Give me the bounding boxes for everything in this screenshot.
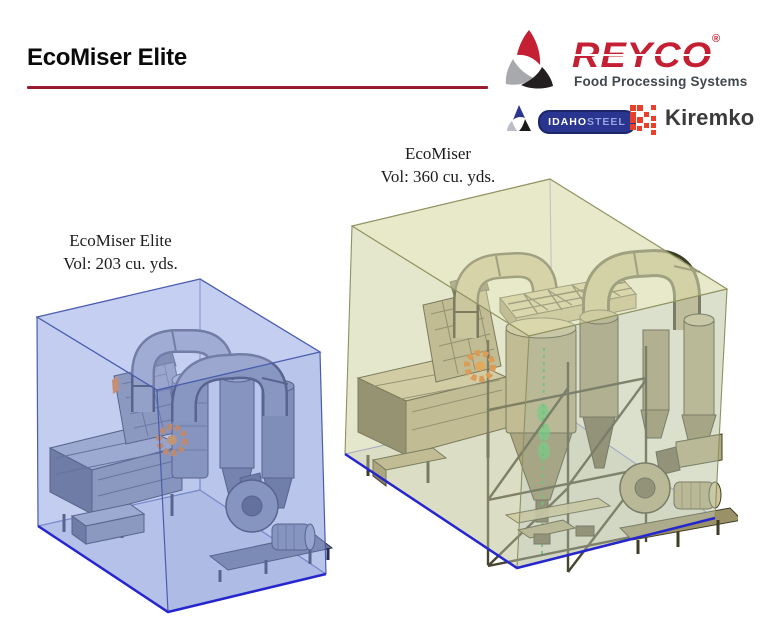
reyco-tagline: Food Processing Systems [574,74,748,89]
page-title: EcoMiser Elite [27,44,187,71]
kiremko-wordmark: Kiremko [665,105,755,130]
ecomiser-box-front [344,178,729,570]
idaho-steel-triangle-icon [507,105,531,131]
ecomiser-elite-label: EcoMiser Elite Vol: 203 cu. yds. [28,229,213,275]
elite-box-front [35,278,327,614]
ecomiser-elite-name: EcoMiser Elite [69,231,172,250]
steel-text: STEEL [587,116,626,128]
reyco-logo: REYCO ® Food Processing Systems [498,27,758,97]
ecomiser-machine-illustration [344,178,738,573]
ecomiser-elite-volume: Vol: 203 cu. yds. [63,254,178,273]
title-underline [27,86,488,89]
reyco-wordmark: REYCO [572,36,713,76]
ecomiser-machinery [356,248,738,573]
registered-trademark: ® [712,33,721,45]
ecomiser-volume: Vol: 360 cu. yds. [380,167,496,186]
elite-machine-illustration [35,278,334,614]
ecomiser-label: EcoMiser Vol: 360 cu. yds. [340,142,536,188]
reyco-wordmark-inline [574,54,712,56]
kiremko-icon [630,105,656,135]
idaho-text: IDAHO [548,116,587,128]
ecomiser-name: EcoMiser [404,144,472,163]
reyco-triangle-icon [505,30,553,89]
